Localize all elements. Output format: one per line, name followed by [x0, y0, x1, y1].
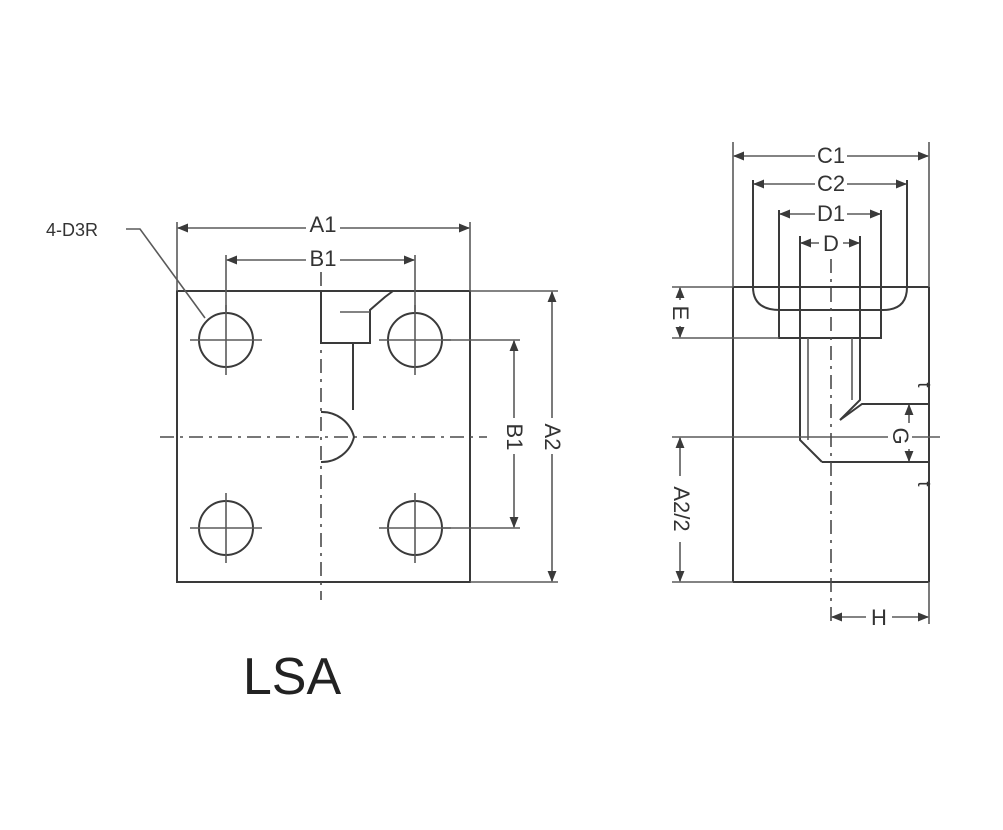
hole-callout-leader — [126, 228, 206, 319]
a1-label: A1 — [310, 212, 337, 237]
front-view: A1 B1 4-D3R B1 A2 — [46, 210, 565, 600]
h-label: H — [871, 605, 887, 630]
pin-shank — [799, 236, 823, 463]
hole-top-right — [379, 305, 451, 375]
t-top-label: t — [914, 382, 934, 387]
c2-label: C2 — [817, 171, 845, 196]
c1-label: C1 — [817, 143, 845, 168]
t-bottom-label: t — [914, 481, 934, 486]
center-stud — [320, 410, 356, 464]
side-view: C1 C2 D1 D E A2/2 G t t — [668, 142, 940, 630]
hole-bottom-left — [190, 493, 262, 563]
hole-bottom-right — [379, 493, 451, 563]
a2-half-label: A2/2 — [669, 486, 694, 531]
hole-callout-label: 4-D3R — [46, 220, 98, 240]
center-notch — [320, 290, 394, 344]
d1-label: D1 — [817, 201, 845, 226]
model-name: LSA — [243, 648, 342, 706]
e-label: E — [668, 306, 693, 321]
b1-top-label: B1 — [310, 246, 337, 271]
d-label: D — [823, 231, 839, 256]
g-label: G — [888, 427, 913, 444]
a2-label: A2 — [540, 424, 565, 451]
hole-top-left — [190, 305, 262, 375]
b1-side-label: B1 — [502, 424, 527, 451]
